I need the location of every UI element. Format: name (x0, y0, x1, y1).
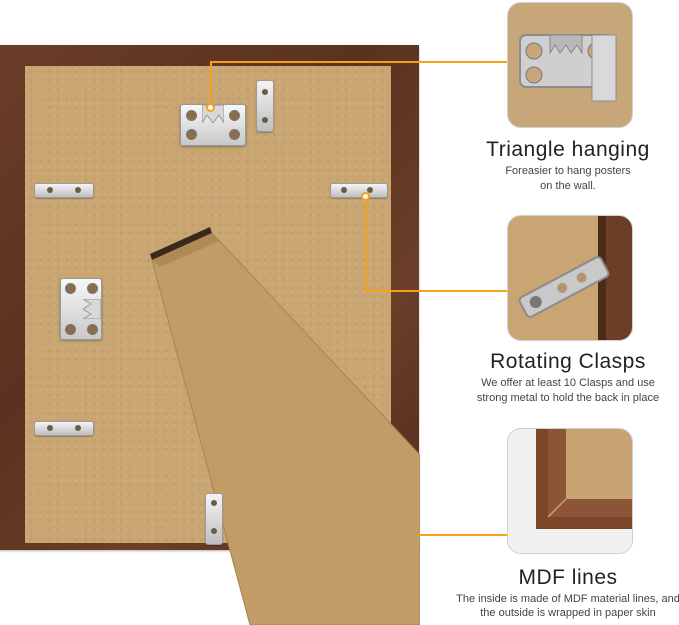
connector-line-1-vertical (210, 61, 212, 107)
inset-triangle-hanging (507, 2, 633, 128)
connector-line-3-horizontal (419, 534, 507, 536)
connector-line-2-vertical (365, 196, 367, 292)
inset-rotating-clasps (507, 215, 633, 341)
clasp-left-upper (34, 183, 94, 198)
clasp-bottom (205, 493, 223, 545)
connector-line-2-horizontal (365, 290, 507, 292)
sawtooth-hanger-left (60, 278, 102, 340)
easel-stand (150, 227, 420, 625)
clasp-right (330, 183, 388, 198)
feature-1-desc-line1: Foreasier to hang posters (505, 165, 631, 177)
connector-dot-2 (361, 192, 370, 201)
feature-1-title: Triangle hanging (486, 138, 650, 161)
feature-1-desc-line2: on the wall. (540, 180, 596, 192)
clasp-top (256, 80, 274, 132)
feature-2-desc-line2: strong metal to hold the back in place (476, 392, 660, 404)
connector-dot-1 (206, 103, 215, 112)
rotating-clasp-closeup-icon (518, 216, 632, 340)
connector-line-1-horizontal (210, 61, 507, 63)
clasp-left-lower (34, 421, 94, 436)
feature-3-desc-line2: the outside is wrapped in paper skin (480, 607, 656, 619)
feature-2-title: Rotating Clasps (490, 350, 646, 373)
feature-3-desc-line1: The inside is made of MDF material lines… (456, 593, 679, 605)
feature-2-desc-line1: We offer at least 10 Clasps and use (481, 377, 655, 389)
feature-3-title: MDF lines (518, 566, 618, 589)
sawtooth-hanger-closeup-icon (519, 34, 617, 102)
frame-corner-closeup-icon (536, 429, 632, 529)
inset-mdf-lines (507, 428, 633, 554)
